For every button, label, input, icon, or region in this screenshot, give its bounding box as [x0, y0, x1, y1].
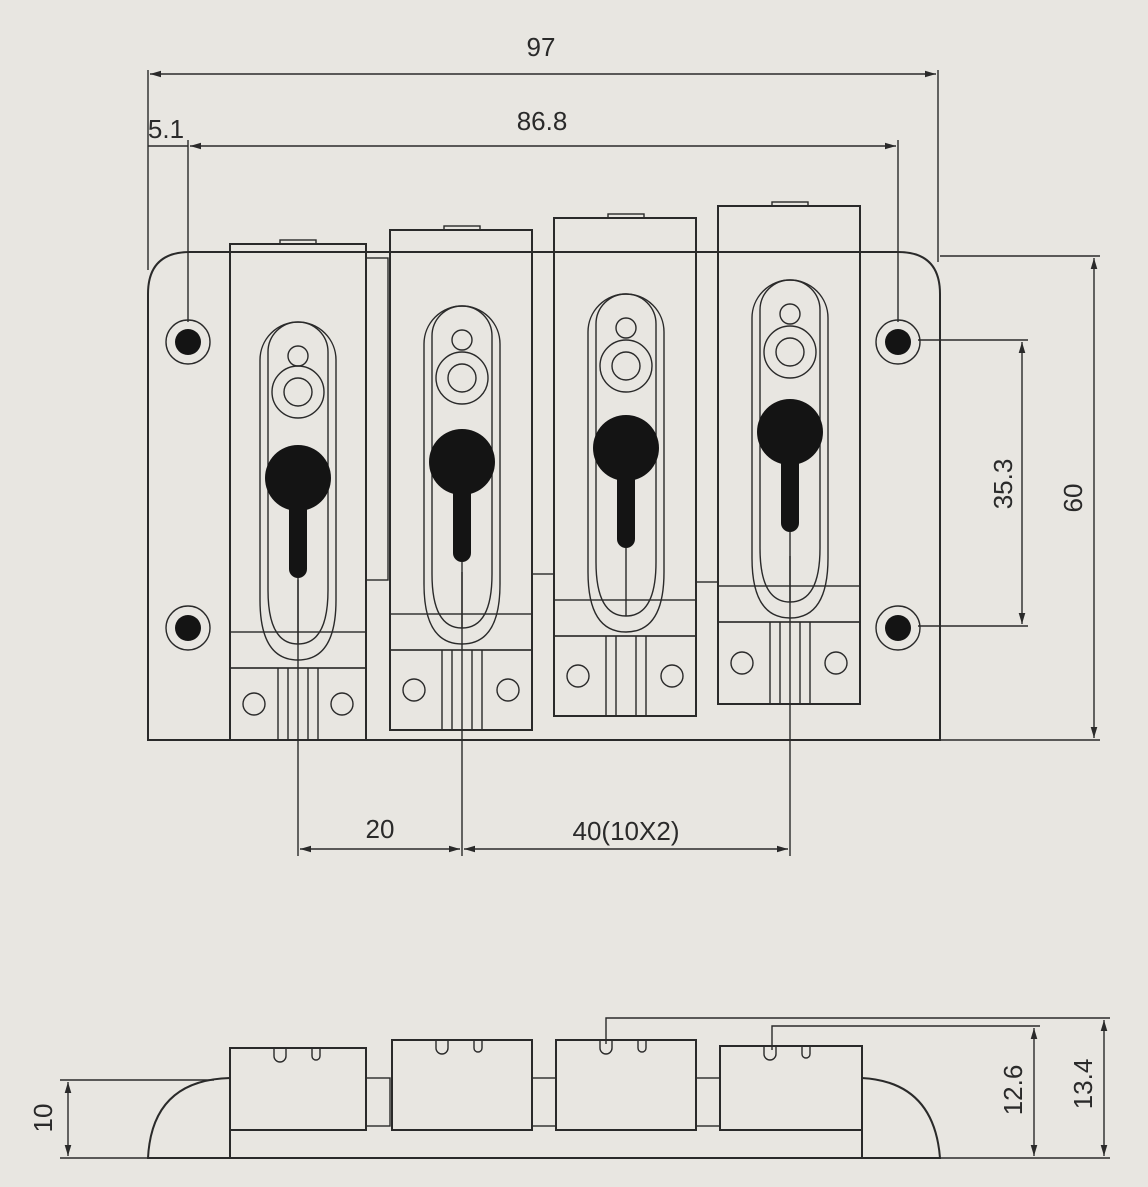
side-base-plate: [146, 1076, 231, 1159]
dim-saddle-heights: 12.6 13.4: [605, 1017, 1110, 1159]
saddle-3: [553, 213, 697, 717]
screw-icon: [824, 651, 848, 675]
intonation-screw-icon: [435, 351, 489, 405]
dim-plate-height-label: 60: [1058, 484, 1088, 513]
screw-icon: [496, 678, 520, 702]
dim-mount-hole-vertical: 35.3: [918, 339, 1028, 627]
dim-overall-width: 97: [147, 32, 939, 270]
saddle-2: [389, 225, 533, 731]
intonation-screw-icon: [271, 365, 325, 419]
screw-icon: [730, 651, 754, 675]
dim-saddle-span-label: 40(10X2): [573, 816, 680, 846]
saddle-1: [229, 239, 367, 741]
mount-hole-bottom-right: [875, 605, 921, 651]
side-view: 10 12.6 13.4: [28, 1017, 1110, 1159]
dim-side-base-height: 10: [28, 1079, 214, 1159]
intonation-screw-icon: [763, 325, 817, 379]
dim-saddle-spacing-label: 20: [366, 814, 395, 844]
mount-hole-top-right: [875, 319, 921, 365]
side-saddle-1: [229, 1047, 367, 1131]
dim-saddle-height-high-label: 13.4: [1068, 1059, 1098, 1110]
dim-saddle-height-low-label: 12.6: [998, 1065, 1028, 1116]
screw-icon: [242, 692, 266, 716]
side-saddle-3: [555, 1039, 697, 1131]
dim-hole-spacing-label: 86.8: [517, 106, 568, 136]
mount-hole-top-left: [165, 319, 211, 365]
screw-icon: [330, 692, 354, 716]
dim-edge-offset-label: 5.1: [148, 114, 184, 144]
saddle-group: [229, 201, 861, 741]
dim-hole-spacing: 86.8 5.1: [148, 106, 899, 322]
intonation-screw-icon: [599, 339, 653, 393]
dim-overall-width-label: 97: [527, 32, 556, 62]
mount-hole-bottom-left: [165, 605, 211, 651]
side-saddle-group: [229, 1039, 863, 1131]
base-plate: [147, 251, 941, 741]
dim-plate-height: 60: [940, 255, 1100, 741]
screw-icon: [660, 664, 684, 688]
side-saddle-2: [391, 1039, 533, 1131]
dim-side-base-height-label: 10: [28, 1104, 58, 1133]
top-view: 97 86.8 5.1 35.3 60: [147, 32, 1100, 856]
screw-icon: [402, 678, 426, 702]
saddle-4: [717, 201, 861, 705]
screw-icon: [566, 664, 590, 688]
dim-saddle-spacing: 20 40(10X2): [297, 556, 791, 856]
side-saddle-4: [719, 1045, 863, 1131]
dim-mount-hole-vertical-label: 35.3: [988, 459, 1018, 510]
